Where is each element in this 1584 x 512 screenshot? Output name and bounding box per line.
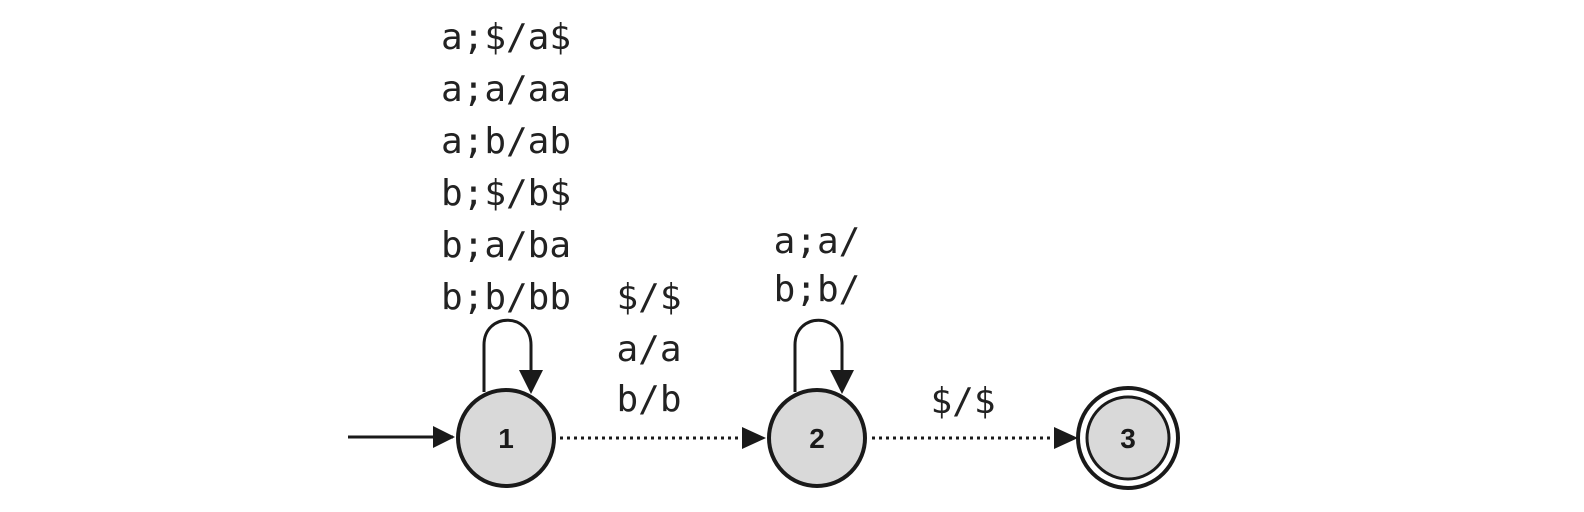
loop-1-label: a;b/ab	[441, 121, 571, 162]
loop-1-arrow	[482, 318, 533, 392]
loop-2-arrowhead	[830, 370, 854, 394]
loop-1-label: a;$/a$	[441, 17, 571, 58]
loop-1-arrowhead	[519, 370, 543, 394]
edge-1-2-label: a/a	[616, 329, 681, 370]
edge-1-2-labels: $/$ a/a b/b	[616, 277, 681, 420]
loop-2-label: b;b/	[774, 269, 861, 310]
edge-2-3-arrowhead	[1054, 427, 1078, 449]
loop-2-arrow	[793, 318, 844, 392]
state-3-label: 3	[1120, 423, 1136, 454]
loop-1-label: b;$/b$	[441, 173, 571, 214]
edge-2-3-labels: $/$	[930, 381, 995, 422]
state-2: 2	[767, 388, 867, 488]
edge-2-3-label: $/$	[930, 381, 995, 422]
edge-1-2-label: $/$	[616, 277, 681, 318]
state-1: 1	[456, 388, 556, 488]
loop-1-label: b;b/bb	[441, 277, 571, 318]
loop-1-label: b;a/ba	[441, 225, 571, 266]
loop-1-labels: a;$/a$ a;a/aa a;b/ab b;$/b$ b;a/ba b;b/b…	[441, 17, 571, 318]
loop-1-label: a;a/aa	[441, 69, 571, 110]
state-2-label: 2	[809, 423, 825, 454]
state-1-label: 1	[498, 423, 514, 454]
loop-2-labels: a;a/ b;b/	[774, 221, 861, 310]
state-3: 3	[1076, 386, 1180, 490]
loop-2-label: a;a/	[774, 221, 861, 262]
edge-1-2-label: b/b	[616, 379, 681, 420]
edge-1-2-arrowhead	[742, 427, 766, 449]
